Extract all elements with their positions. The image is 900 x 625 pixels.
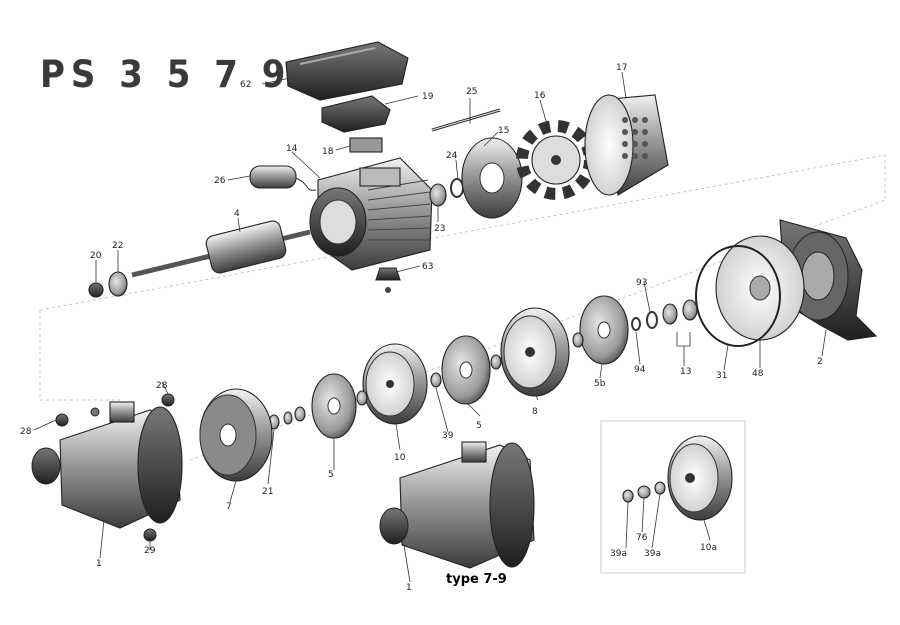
front-bearing <box>108 271 128 297</box>
inset-spacer-39a-right <box>654 481 666 495</box>
spacer-8 <box>572 332 584 348</box>
o-ring <box>695 245 781 347</box>
label-63: 63 <box>422 262 433 272</box>
label-39: 39 <box>442 431 454 441</box>
label-8: 8 <box>532 407 538 417</box>
label-20: 20 <box>90 251 102 261</box>
motor-body <box>309 157 433 271</box>
inset-spacer-39a-left <box>622 489 634 503</box>
label-94: 94 <box>634 365 646 375</box>
pump-body <box>31 401 183 529</box>
impeller-5-upper <box>441 335 491 405</box>
impeller-5-lower <box>311 373 357 439</box>
model-title: PS 3 5 7 9 <box>40 53 292 97</box>
spacer-94 <box>631 317 641 331</box>
label-39a-left: 39a <box>610 549 627 559</box>
rear-bearing <box>429 183 447 207</box>
label-28-right: 28 <box>156 381 168 391</box>
label-29: 29 <box>144 546 156 556</box>
label-13: 13 <box>680 367 691 377</box>
spacer-21b <box>283 411 293 425</box>
label-1: 1 <box>96 559 102 569</box>
label-39a-right: 39a <box>644 549 661 559</box>
label-24: 24 <box>446 151 458 161</box>
part-number-labels: 62 19 25 16 17 18 14 24 15 26 4 23 20 22… <box>20 63 823 593</box>
terminal-box-cover <box>285 41 409 101</box>
label-5b: 5b <box>594 379 606 389</box>
drain-plug-28 <box>55 413 69 427</box>
spacer-a <box>490 354 502 370</box>
label-10a: 10a <box>700 543 717 553</box>
rotor-shaft <box>131 220 311 278</box>
casing-ring <box>715 235 805 341</box>
label-23: 23 <box>434 224 445 234</box>
impeller-5b <box>579 295 629 365</box>
terminal-board <box>321 95 391 133</box>
label-22: 22 <box>112 241 123 251</box>
plug-small <box>90 407 100 417</box>
inset-caption: type 7-9 <box>446 572 507 587</box>
inset-diffuser-10a <box>667 435 733 521</box>
label-28-left: 28 <box>20 427 32 437</box>
spacer-21a <box>294 406 306 422</box>
stage-disc-7 <box>199 388 273 482</box>
label-5-upper: 5 <box>476 421 482 431</box>
label-5-lower: 5 <box>328 470 334 480</box>
capacitor <box>249 165 317 191</box>
wave-washer <box>450 178 464 198</box>
mechanical-seal <box>662 303 678 325</box>
label-10: 10 <box>394 453 406 463</box>
circlip <box>646 311 658 329</box>
label-26: 26 <box>214 176 226 186</box>
fill-plug-28 <box>161 393 175 407</box>
leader-lines <box>33 71 827 583</box>
label-21: 21 <box>262 487 273 497</box>
label-25: 25 <box>466 87 477 97</box>
label-7: 7 <box>226 502 232 512</box>
label-19: 19 <box>422 92 434 102</box>
shaft-nut <box>88 282 104 298</box>
label-16: 16 <box>534 91 546 101</box>
label-31: 31 <box>716 371 727 381</box>
spacer-39 <box>430 372 442 388</box>
pump-body-type-7-9 <box>379 441 535 569</box>
inset-sleeve-76 <box>637 485 651 499</box>
diffuser-10 <box>362 343 428 425</box>
label-48: 48 <box>752 369 764 379</box>
label-4: 4 <box>234 209 240 219</box>
diffuser-8 <box>500 307 570 397</box>
label-2: 2 <box>817 357 823 367</box>
spacer-b <box>356 390 368 406</box>
label-62: 62 <box>240 80 251 90</box>
cooling-fan <box>516 120 596 200</box>
cable-gland <box>375 267 401 281</box>
label-1-type79: 1 <box>406 583 412 593</box>
seal-ring <box>682 299 698 321</box>
fan-cover <box>584 94 669 196</box>
label-15: 15 <box>498 126 509 136</box>
label-76: 76 <box>636 533 648 543</box>
label-93: 93 <box>636 278 647 288</box>
label-14: 14 <box>286 144 298 154</box>
label-17: 17 <box>616 63 627 73</box>
label-18: 18 <box>322 147 334 157</box>
end-shield <box>461 137 523 219</box>
gland-screw <box>385 287 391 293</box>
connector-block <box>349 137 383 153</box>
drain-plug-29 <box>143 528 157 542</box>
inset-frame <box>600 420 746 574</box>
